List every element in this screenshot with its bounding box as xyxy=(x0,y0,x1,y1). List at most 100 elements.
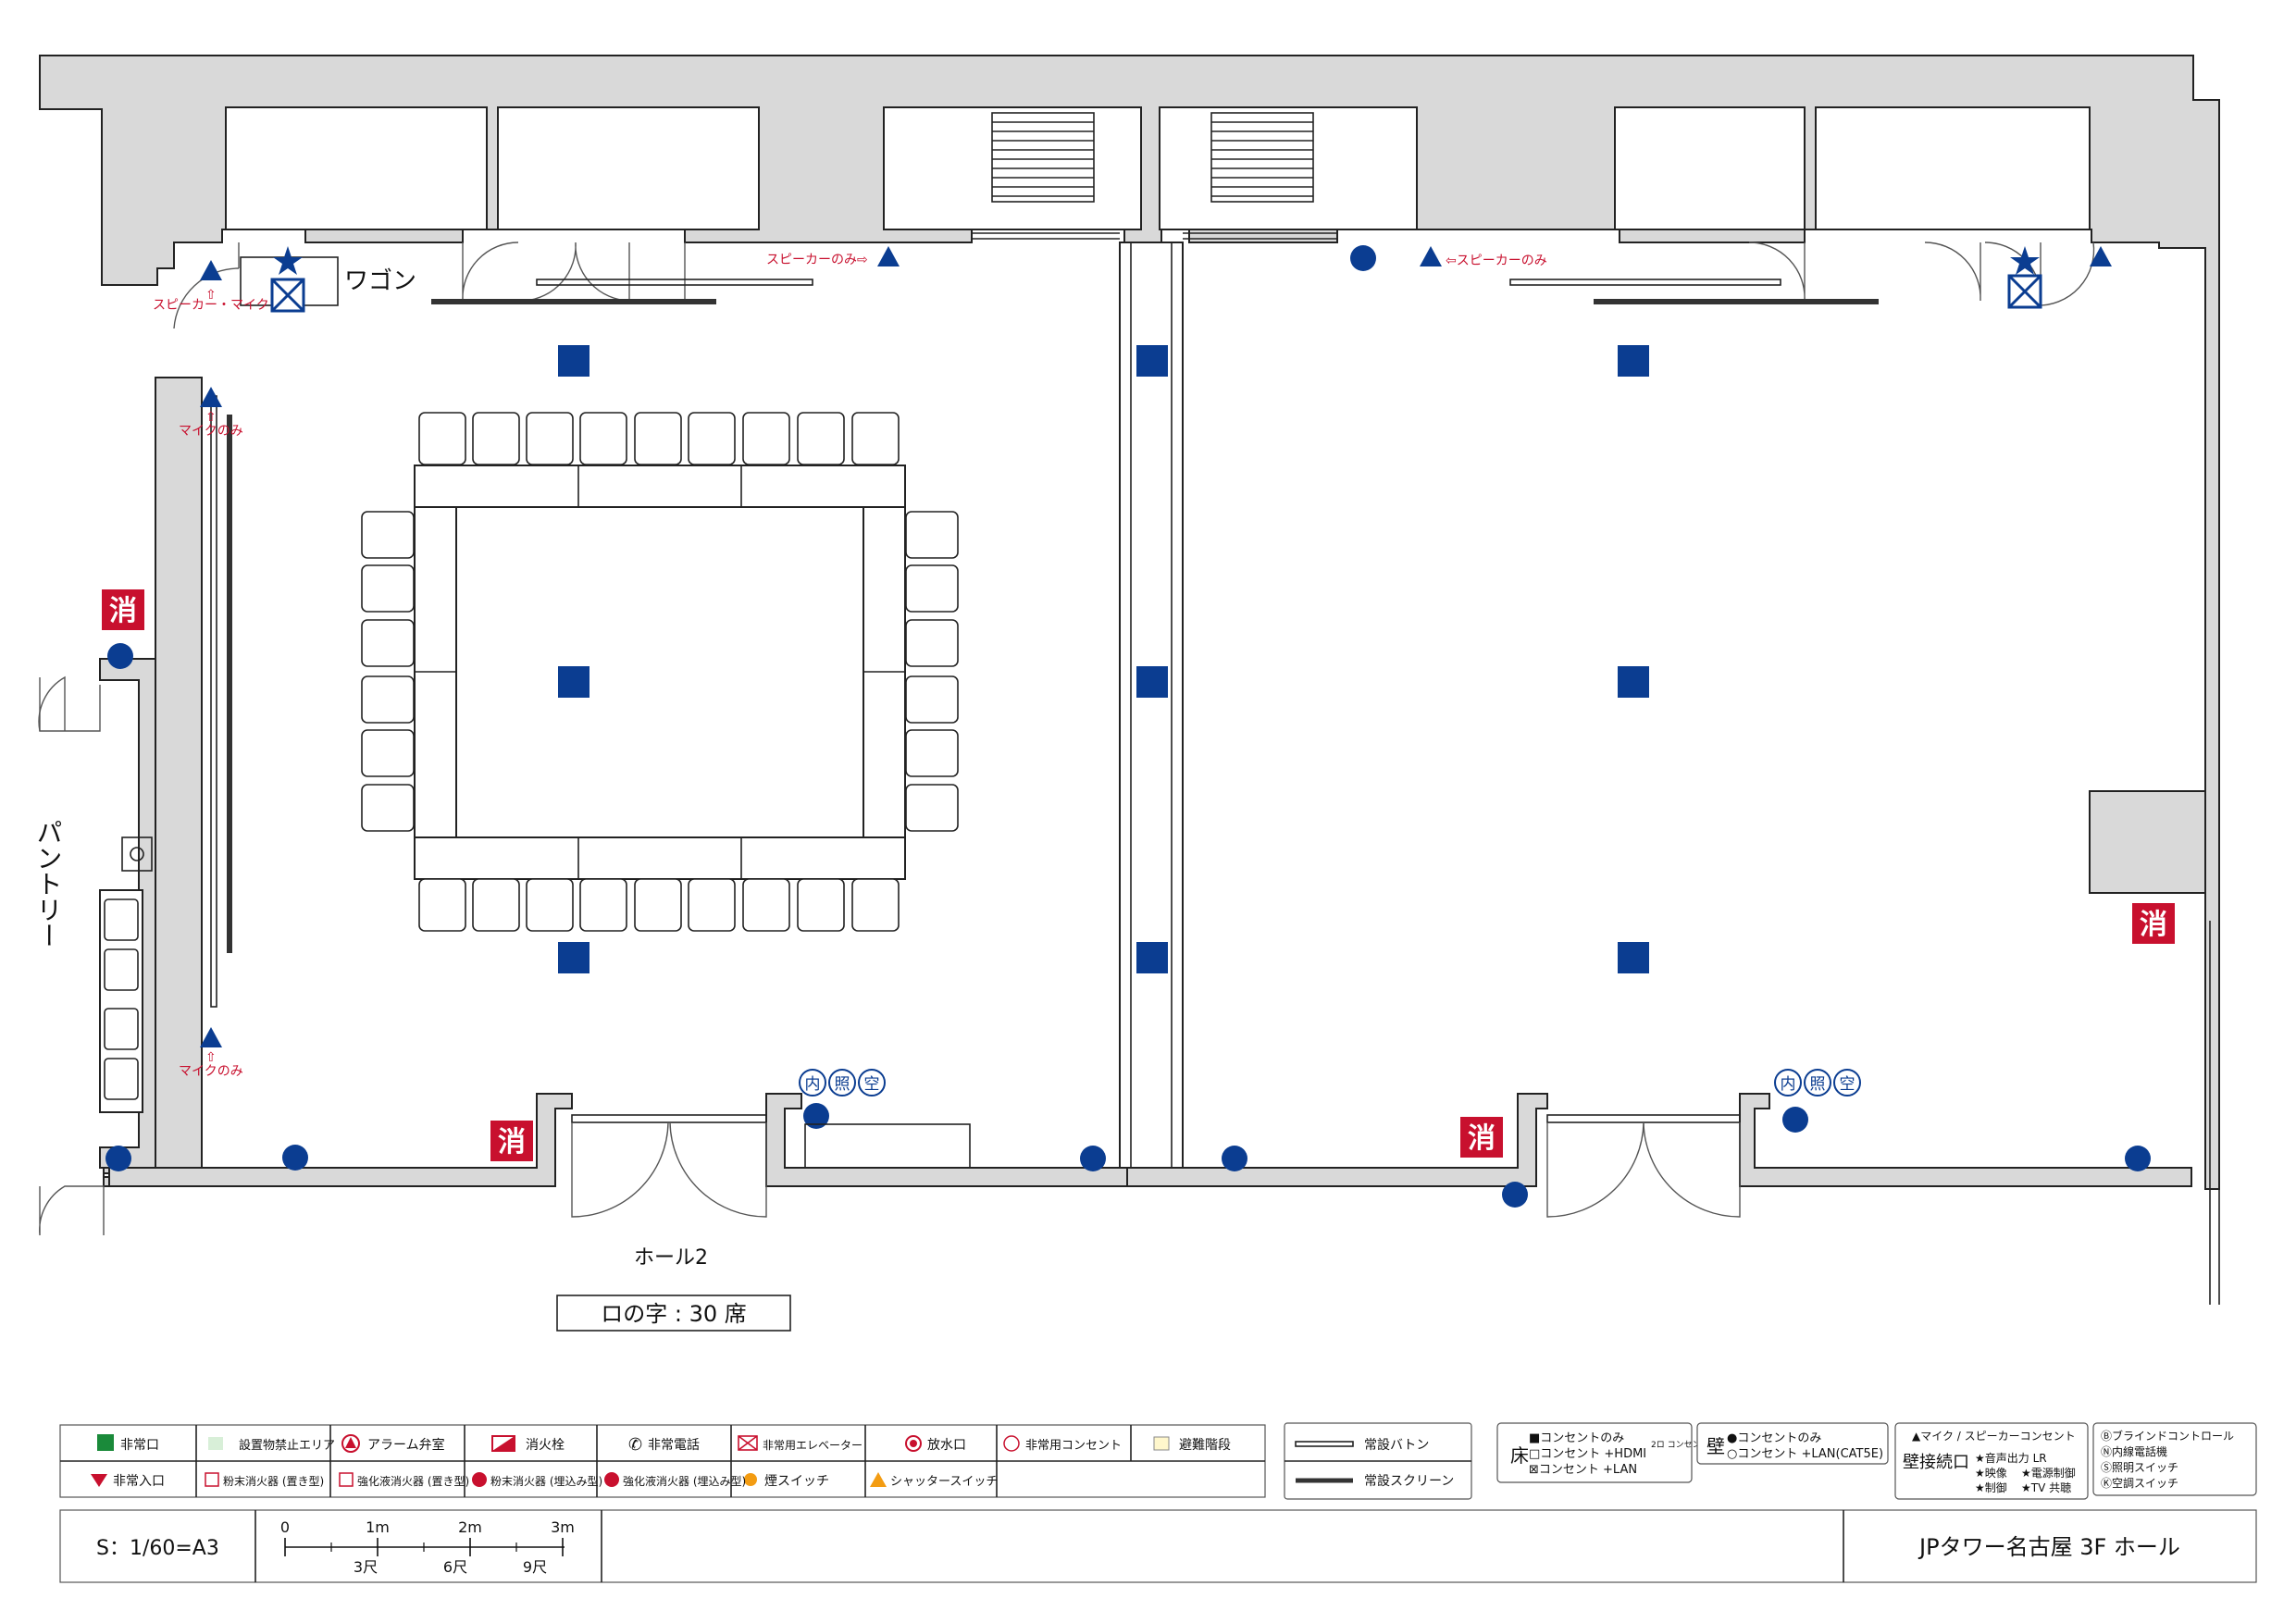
svg-text:消: 消 xyxy=(498,1126,526,1158)
floor-outlet-icon xyxy=(1618,345,1649,377)
floor-outlet-icon xyxy=(1618,942,1649,973)
pantry-label: パントリー xyxy=(33,819,64,948)
floor-outlet-icon xyxy=(1618,666,1649,698)
wall-outlets xyxy=(105,245,2151,1208)
chair xyxy=(579,412,627,465)
chair xyxy=(905,675,959,724)
chair xyxy=(361,729,415,777)
shutter-switch-icon xyxy=(870,1472,887,1487)
mic-only-label-top: マイクのみ xyxy=(179,424,243,439)
chair xyxy=(634,878,682,932)
svg-text:■コンセントのみ: ■コンセントのみ xyxy=(1529,1431,1624,1445)
top-rooms xyxy=(225,106,2091,240)
chairs xyxy=(361,412,959,932)
floor-outlet-icon xyxy=(558,345,590,377)
svg-text:避難階段: 避難階段 xyxy=(1179,1438,1231,1453)
svg-text:設置物禁止エリア: 設置物禁止エリア xyxy=(239,1438,335,1453)
wall-outlet-icon xyxy=(107,643,133,669)
svg-text:⊠コンセント +LAN: ⊠コンセント +LAN xyxy=(1529,1463,1637,1477)
svg-text:非常入口: 非常入口 xyxy=(113,1474,165,1489)
svg-text:2m: 2m xyxy=(458,1518,482,1536)
chair xyxy=(361,564,415,613)
mic-speaker-icon xyxy=(200,1027,222,1047)
svg-text:0: 0 xyxy=(280,1518,290,1536)
mic-speaker-outlets xyxy=(200,246,2112,1047)
svg-text:常設バトン: 常設バトン xyxy=(1364,1438,1429,1453)
control-panel-right: 内 照 空 xyxy=(1774,1069,1861,1096)
floor-outlet-icon xyxy=(558,942,590,973)
svg-text:★TV 共聴: ★TV 共聴 xyxy=(2021,1481,2071,1494)
chair xyxy=(742,412,790,465)
floor-outlets xyxy=(558,345,1649,973)
wall-outlet-icon xyxy=(1782,1107,1808,1133)
svg-text:消火栓: 消火栓 xyxy=(526,1438,565,1453)
baton-screen-lines xyxy=(210,279,1879,1008)
chair xyxy=(797,878,845,932)
svg-text:▲マイク / スピーカーコンセント: ▲マイク / スピーカーコンセント xyxy=(1912,1430,2076,1443)
chair xyxy=(361,619,415,667)
svg-text:3尺: 3尺 xyxy=(354,1558,378,1576)
chair xyxy=(361,511,415,559)
plan-title: JPタワー名古屋 3F ホール xyxy=(1917,1534,2180,1560)
svg-text:○コンセント +LAN(CAT5E): ○コンセント +LAN(CAT5E) xyxy=(1727,1447,1883,1461)
chair xyxy=(688,878,736,932)
emergency-outlet-icon xyxy=(1003,1435,1020,1452)
floor-outlet-icon xyxy=(558,666,590,698)
evacuation-stairs-icon xyxy=(1153,1436,1170,1451)
floor-outlet-icon xyxy=(1136,345,1168,377)
wall-outlet-icon xyxy=(2125,1146,2151,1171)
chair xyxy=(851,878,900,932)
legend: ✆ 非常口 設置物禁止エリア アラーム弁室 消火栓 非常電話 非常用エレベーター… xyxy=(59,1422,2257,1500)
mic-speaker-icon xyxy=(1420,246,1442,266)
svg-text:壁: 壁 xyxy=(1706,1435,1725,1457)
pantry-fixtures xyxy=(99,836,153,1113)
floor-outlet-icon xyxy=(1136,666,1168,698)
chair xyxy=(418,412,466,465)
chair xyxy=(905,619,959,667)
chair xyxy=(361,784,415,832)
svg-text:放水口: 放水口 xyxy=(927,1438,966,1453)
smoke-switch-icon xyxy=(744,1473,757,1486)
svg-text:壁接続口: 壁接続口 xyxy=(1903,1453,1969,1472)
svg-text:照: 照 xyxy=(1810,1075,1826,1094)
svg-text:アラーム弁室: アラーム弁室 xyxy=(367,1437,445,1453)
mic-speaker-icon xyxy=(2090,246,2112,266)
chair xyxy=(634,412,682,465)
svg-text:消: 消 xyxy=(109,595,137,627)
svg-text:2ロ コンセント: 2ロ コンセント xyxy=(1651,1440,1709,1450)
svg-text:★音声出力 LR: ★音声出力 LR xyxy=(1975,1451,2047,1465)
arrow-up-icon: ⇧ xyxy=(205,410,217,425)
svg-text:常設スクリーン: 常設スクリーン xyxy=(1364,1474,1454,1489)
svg-text:消: 消 xyxy=(1468,1122,1496,1155)
chair xyxy=(526,412,574,465)
svg-text:空: 空 xyxy=(864,1075,880,1094)
chair xyxy=(361,675,415,724)
mic-only-label-bottom: マイクのみ xyxy=(179,1064,243,1079)
svg-text:非常電話: 非常電話 xyxy=(648,1437,700,1453)
speaker-only-left-label: スピーカーのみ⇨ xyxy=(766,253,868,267)
speaker-only-right-label: ⇦スピーカーのみ xyxy=(1446,254,1547,268)
svg-text:床: 床 xyxy=(1510,1444,1529,1467)
svg-text:Ⓝ内線電話機: Ⓝ内線電話機 xyxy=(2101,1444,2167,1458)
svg-text:9尺: 9尺 xyxy=(523,1558,547,1576)
arrow-up-icon: ⇧ xyxy=(205,1050,217,1065)
mic-speaker-icon xyxy=(200,387,222,407)
svg-text:1m: 1m xyxy=(366,1518,390,1536)
floor-outlet-icon xyxy=(1136,942,1168,973)
svg-text:照: 照 xyxy=(835,1075,850,1094)
svg-text:★電源制御: ★電源制御 xyxy=(2021,1466,2076,1480)
extinguisher-badge: 消 xyxy=(1460,1117,1503,1158)
svg-text:シャッタースイッチ: シャッタースイッチ xyxy=(890,1475,998,1489)
chair xyxy=(905,784,959,832)
chair xyxy=(472,878,520,932)
wall-outlet-icon xyxy=(1350,245,1376,271)
extinguisher-badge: 消 xyxy=(2132,903,2175,944)
svg-text:非常用エレベーター: 非常用エレベーター xyxy=(763,1439,863,1452)
control-panel-left: 内 照 空 xyxy=(799,1069,886,1096)
seating-box xyxy=(556,1295,791,1332)
powder-ext-builtin-icon xyxy=(472,1472,487,1487)
vent-left xyxy=(991,112,1095,203)
svg-text:★制御: ★制御 xyxy=(1975,1481,2007,1494)
counter xyxy=(804,1123,971,1169)
